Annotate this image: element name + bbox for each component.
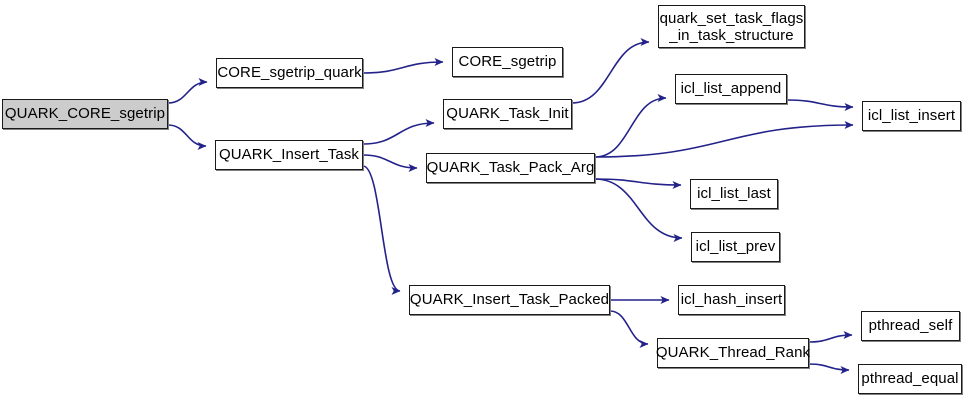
graph-node-pthread_equal[interactable]: pthread_equal (858, 364, 962, 394)
graph-node-core_sgetrip_quark[interactable]: CORE_sgetrip_quark (216, 58, 363, 88)
edge-quark_insert_task-to-quark_task_pack_arg (362, 154, 418, 172)
graph-node-quark_core_sgetrip[interactable]: QUARK_CORE_sgetrip (2, 99, 168, 129)
graph-node-quark_task_init[interactable]: QUARK_Task_Init (443, 99, 572, 129)
edge-quark_insert_task_packed-to-quark_thread_rank (609, 310, 649, 348)
edge-quark_task_pack_arg-to-icl_list_last (594, 178, 682, 189)
edge-quark_task_pack_arg-to-icl_list_insert (594, 121, 854, 158)
edge-quark_insert_task-to-quark_task_init (362, 119, 435, 145)
edge-quark_task_init-to-quark_set_task_flags (571, 38, 650, 104)
graph-node-core_sgetrip[interactable]: CORE_sgetrip (452, 47, 563, 77)
graph-node-quark_insert_task[interactable]: QUARK_Insert_Task (215, 140, 363, 170)
graph-node-icl_list_insert[interactable]: icl_list_insert (862, 101, 961, 131)
graph-node-quark_insert_task_packed[interactable]: QUARK_Insert_Task_Packed (409, 285, 610, 315)
edge-quark_task_pack_arg-to-icl_list_append (594, 94, 667, 158)
graph-node-icl_list_append[interactable]: icl_list_append (675, 74, 787, 104)
edge-quark_task_pack_arg-to-icl_list_prev (594, 178, 683, 242)
graph-node-quark_task_pack_arg[interactable]: QUARK_Task_Pack_Arg (426, 153, 595, 183)
edge-quark_insert_task-to-quark_insert_task_packed (362, 165, 401, 295)
edge-quark_core_sgetrip-to-quark_insert_task (167, 124, 207, 150)
edge-core_sgetrip_quark-to-core_sgetrip (362, 58, 444, 74)
graph-node-pthread_self[interactable]: pthread_self (861, 311, 960, 341)
graph-node-quark_thread_rank[interactable]: QUARK_Thread_Rank (656, 338, 810, 368)
graph-node-icl_list_prev[interactable]: icl_list_prev (691, 232, 780, 262)
edge-icl_list_append-to-icl_list_insert (786, 99, 854, 111)
graph-node-icl_hash_insert[interactable]: icl_hash_insert (678, 285, 785, 315)
edge-quark_core_sgetrip-to-core_sgetrip_quark (167, 78, 208, 104)
edge-quark_thread_rank-to-pthread_equal (808, 363, 850, 374)
graph-node-icl_list_last[interactable]: icl_list_last (690, 179, 778, 209)
edge-quark_thread_rank-to-pthread_self (808, 331, 853, 343)
graph-node-quark_set_task_flags[interactable]: quark_set_task_flags _in_task_structure (658, 5, 805, 48)
